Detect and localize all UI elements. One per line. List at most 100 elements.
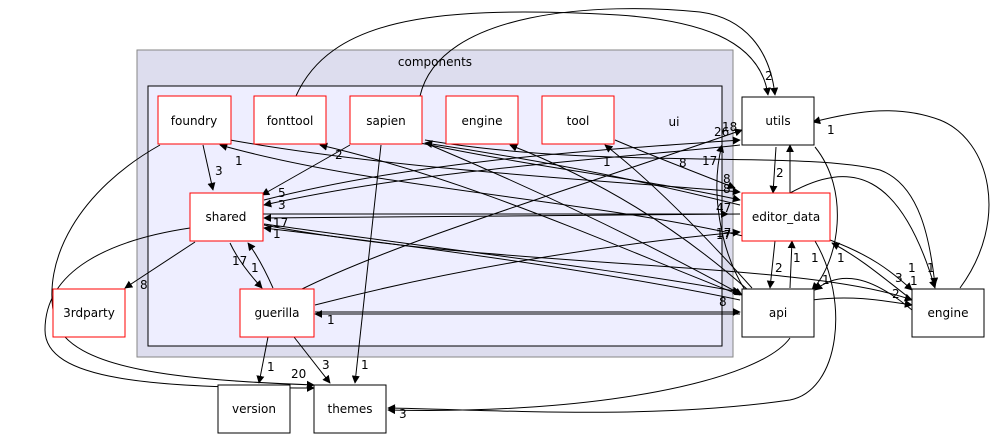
edge-tool-editor bbox=[614, 139, 736, 190]
edge-label: 17 bbox=[232, 254, 247, 268]
edge-editor-sapien bbox=[424, 140, 741, 206]
edge-label: 47 bbox=[716, 201, 731, 215]
edge-sapien-editor bbox=[419, 142, 741, 203]
edge-foundry-shared bbox=[202, 144, 216, 191]
edge-label: 5 bbox=[278, 186, 286, 200]
edge-label: 1 bbox=[603, 155, 611, 169]
edge-label: 1 bbox=[235, 154, 243, 168]
edge-label: 1 bbox=[793, 251, 801, 265]
edge-label: 2 bbox=[765, 69, 773, 83]
edge-guerilla-shared bbox=[247, 242, 274, 289]
edge-label: 8 bbox=[679, 156, 687, 170]
edge-label: 2 bbox=[335, 148, 343, 162]
edge-label: 2 bbox=[892, 287, 900, 301]
node-engine[interactable]: engine bbox=[911, 288, 985, 338]
edge-utils-api bbox=[811, 146, 838, 291]
node-api[interactable]: api bbox=[741, 288, 815, 338]
edge-label: 1 bbox=[327, 313, 335, 327]
edge-editor-themes bbox=[387, 240, 837, 413]
edge-label: 8 bbox=[723, 182, 731, 196]
edge-label: 8 bbox=[719, 295, 727, 309]
edge-label: 26 bbox=[714, 125, 729, 139]
edge-shared-thirdparty bbox=[124, 241, 196, 289]
cluster-components-label: components bbox=[398, 55, 472, 69]
edge-label: 3 bbox=[278, 198, 286, 212]
edge-label: 3 bbox=[399, 407, 407, 421]
edge-label: 1 bbox=[267, 360, 275, 374]
edge-fonttool-api bbox=[319, 142, 741, 296]
edge-utils-editor bbox=[769, 146, 778, 194]
node-tool-label: tool bbox=[567, 114, 590, 128]
edge-engine-utils bbox=[812, 110, 990, 289]
edge-label: 2 bbox=[775, 261, 783, 275]
edge-editor-engine bbox=[829, 239, 913, 291]
node-themes-label: themes bbox=[327, 402, 372, 416]
edge-label: 18 bbox=[722, 120, 737, 134]
node-version-label: version bbox=[232, 402, 276, 416]
edge-editor-api bbox=[766, 240, 776, 289]
cluster-ui-label: ui bbox=[669, 115, 680, 129]
edge-label: 1 bbox=[361, 358, 369, 372]
edge-api-utils bbox=[716, 144, 746, 291]
node-3rdparty[interactable]: 3rdparty bbox=[52, 288, 126, 338]
node-foundry[interactable]: foundry bbox=[157, 95, 232, 145]
edge-label: 8 bbox=[723, 172, 731, 186]
edges bbox=[44, 8, 990, 415]
node-engine-ui-label: engine bbox=[462, 114, 503, 128]
edge-label: 8 bbox=[140, 278, 148, 292]
edge-engineui-api bbox=[509, 143, 749, 291]
edge-sapien-utils bbox=[419, 8, 779, 97]
edge-guerilla-utils bbox=[299, 128, 743, 291]
edge-label: 20 bbox=[291, 367, 306, 381]
edge-label: 17 bbox=[716, 228, 731, 242]
node-guerilla[interactable]: guerilla bbox=[239, 288, 315, 338]
edge-label: 1 bbox=[908, 261, 916, 275]
edge-guerilla-version bbox=[256, 336, 269, 384]
edge-fonttool-utils bbox=[295, 11, 771, 97]
edge-shared-engine bbox=[263, 224, 913, 302]
node-sapien[interactable]: sapien bbox=[349, 95, 423, 145]
node-engine-ui[interactable]: engine bbox=[445, 95, 519, 145]
edge-editor-shared bbox=[263, 213, 741, 222]
node-api-label: api bbox=[769, 306, 787, 320]
node-editor-data[interactable]: editor_data bbox=[741, 192, 831, 242]
edge-label: 17 bbox=[716, 226, 731, 240]
edge-label: 1 bbox=[837, 251, 845, 265]
edge-api-editor bbox=[787, 240, 796, 289]
node-version[interactable]: version bbox=[217, 384, 291, 434]
edge-label: 1 bbox=[910, 274, 918, 288]
edge-api-engine bbox=[811, 297, 913, 308]
node-sapien-label: sapien bbox=[366, 114, 406, 128]
edge-shared-guerilla bbox=[229, 242, 263, 289]
edge-sapien-themes bbox=[351, 144, 382, 384]
edge-label: 17 bbox=[702, 154, 717, 168]
node-utils-label: utils bbox=[765, 114, 790, 128]
edge-sapien-api bbox=[429, 144, 743, 296]
node-engine-label: engine bbox=[928, 306, 969, 320]
node-fonttool-label: fonttool bbox=[267, 114, 314, 128]
edge-api-themes bbox=[387, 337, 791, 415]
edge-label: 17 bbox=[273, 216, 288, 230]
node-tool[interactable]: tool bbox=[541, 95, 615, 145]
node-utils[interactable]: utils bbox=[741, 96, 815, 146]
node-shared[interactable]: shared bbox=[189, 192, 264, 242]
node-foundry-label: foundry bbox=[171, 114, 217, 128]
node-fonttool[interactable]: fonttool bbox=[253, 95, 327, 145]
edge-shared-utils bbox=[263, 136, 741, 201]
edge-shared-themes bbox=[44, 227, 315, 392]
node-themes[interactable]: themes bbox=[313, 384, 387, 434]
node-guerilla-label: guerilla bbox=[255, 306, 300, 320]
edge-sapien-shared bbox=[261, 144, 351, 196]
edge-labels: 2 3 1 2 5 3 17 1 17 1 8 1 1 3 20 1 8 26 … bbox=[140, 69, 935, 421]
edge-label: 1 bbox=[251, 261, 259, 275]
edge-foundry-editor bbox=[229, 139, 741, 196]
edge-guerilla-themes bbox=[293, 336, 331, 384]
edge-label: 1 bbox=[827, 123, 835, 137]
edge-label: 3 bbox=[895, 271, 903, 285]
edge-label: 1 bbox=[822, 273, 830, 287]
edge-shared-foundry bbox=[219, 143, 761, 241]
node-editor-data-label: editor_data bbox=[752, 210, 820, 224]
node-3rdparty-label: 3rdparty bbox=[63, 306, 115, 320]
edge-editor-engine-b bbox=[789, 176, 937, 289]
